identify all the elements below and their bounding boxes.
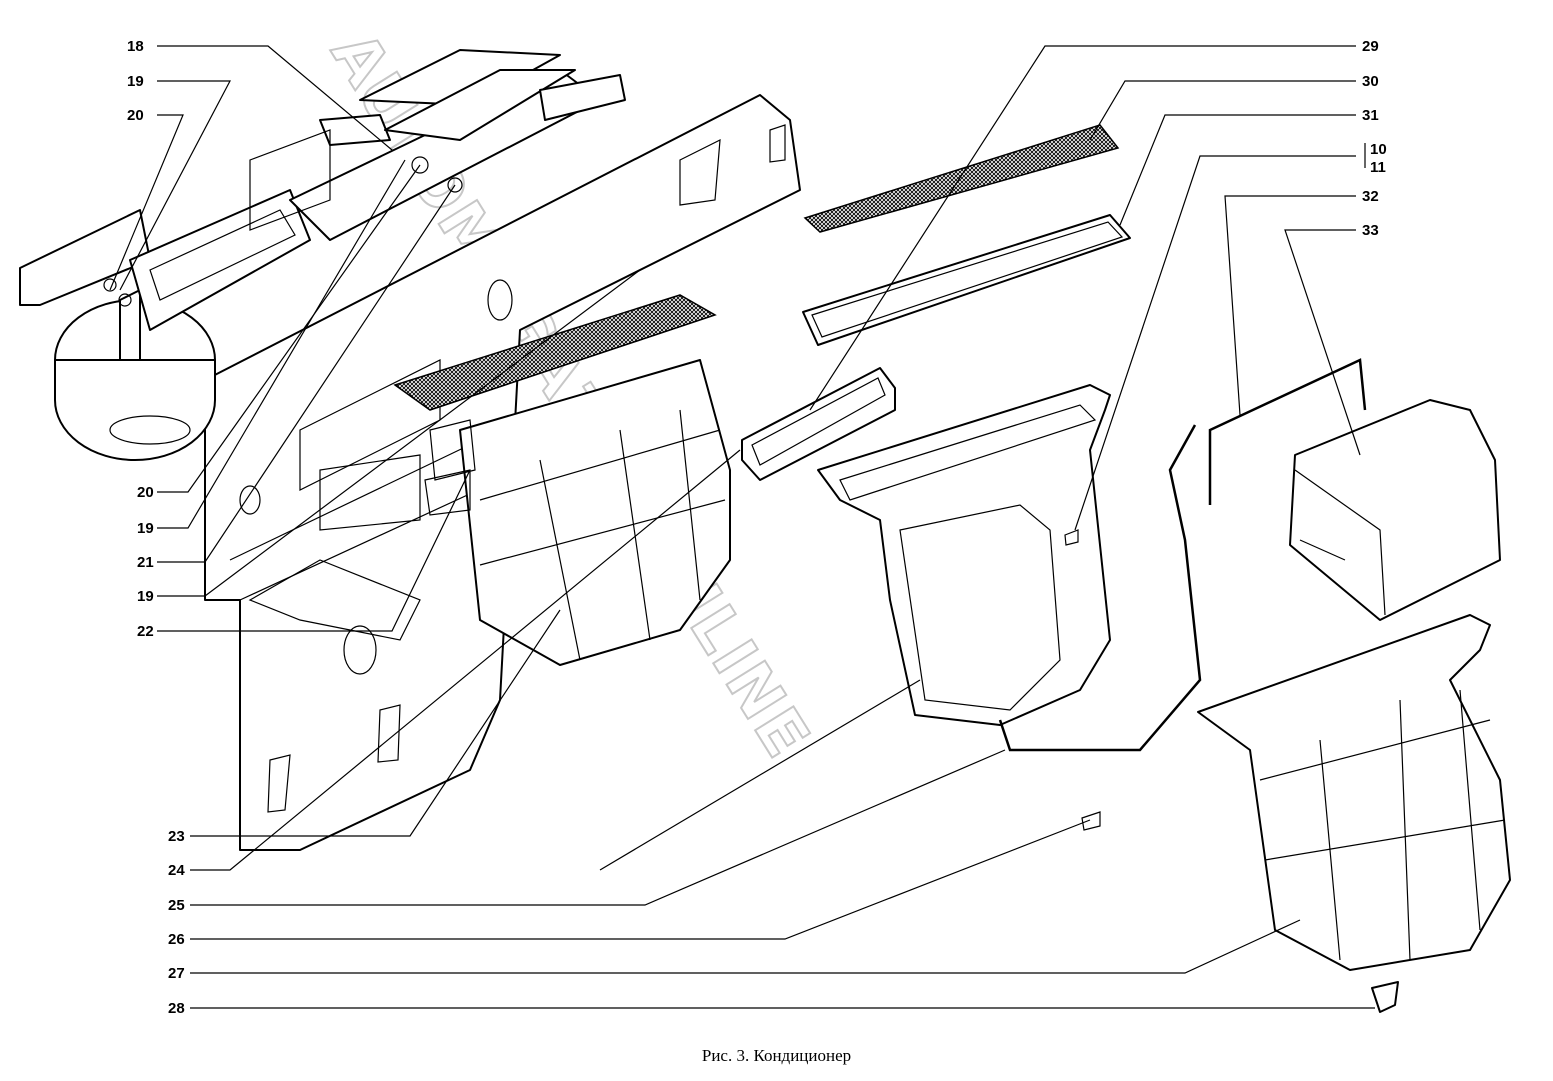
callout-19: 19: [137, 520, 154, 537]
callout-30: 30: [1362, 73, 1379, 90]
callout-20: 20: [127, 107, 144, 124]
callout-29: 29: [1362, 38, 1379, 55]
callout-33: 33: [1362, 222, 1379, 239]
callout-18: 18: [127, 38, 144, 55]
callout-22: 22: [137, 623, 154, 640]
callout-26: 26: [168, 931, 185, 948]
callout-labels: 18 19 20 20 19 21 19 22 23 24 25 26 27 2…: [127, 38, 1387, 1017]
part-drain-tube: [998, 424, 1202, 752]
part-cover: [1289, 399, 1501, 621]
callout-19: 19: [127, 73, 144, 90]
callout-19: 19: [137, 588, 154, 605]
callout-10: 10: [1370, 141, 1387, 158]
part-seal: [802, 214, 1131, 346]
exploded-parts: [741, 124, 1511, 1013]
callout-11: 11: [1370, 159, 1386, 176]
callout-25: 25: [168, 897, 185, 914]
part-housing: [817, 384, 1111, 726]
part-gasket: [741, 367, 896, 481]
callout-21: 21: [137, 554, 154, 571]
callout-32: 32: [1362, 188, 1379, 205]
callout-31: 31: [1362, 107, 1379, 124]
part-evaporator-cover: [1197, 614, 1511, 971]
figure-caption: Рис. 3. Кондиционер: [701, 1046, 852, 1065]
leader-lines: [109, 45, 1375, 1009]
installed-assembly: [19, 49, 801, 851]
callout-24: 24: [168, 862, 185, 879]
callout-28: 28: [168, 1000, 185, 1017]
part-fitting: [1371, 981, 1399, 1013]
callout-23: 23: [168, 828, 185, 845]
part-filter: [803, 124, 1120, 233]
callout-27: 27: [168, 965, 185, 982]
callout-20: 20: [137, 484, 154, 501]
